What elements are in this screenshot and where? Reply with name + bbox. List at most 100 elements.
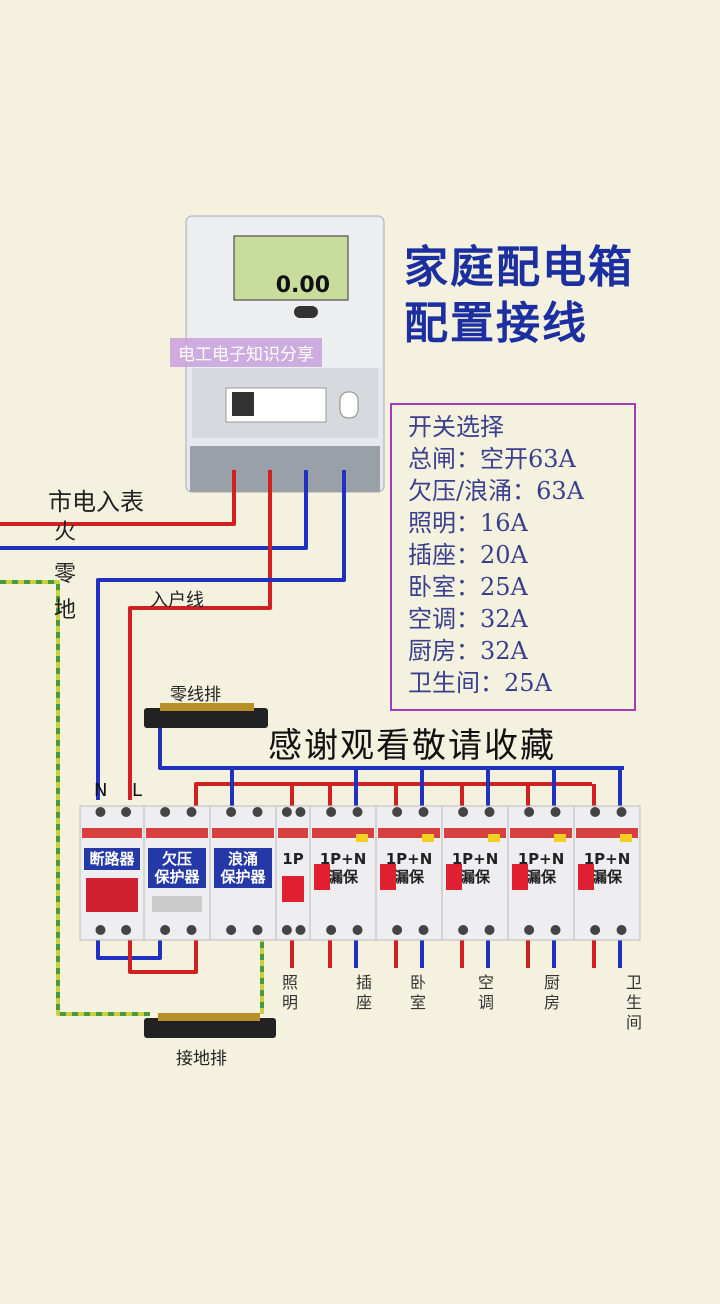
switch-handle-icon [314, 864, 330, 890]
terminal-screw-icon [616, 807, 627, 817]
neutral-label: 零 [54, 562, 77, 587]
test-button-icon [620, 834, 632, 842]
switch-handle-icon [446, 864, 462, 890]
live-label: 火 [54, 520, 77, 545]
breaker-module-rcbo: 1P+N漏保 [375, 805, 443, 941]
breaker-module-rcbo: 1P+N漏保 [309, 805, 377, 941]
watermark: 电工电子知识分享 [170, 338, 322, 367]
terminal-screw-icon [590, 925, 601, 935]
terminal-screw-icon [484, 925, 495, 935]
title-line-1: 家庭配电箱 [404, 242, 634, 293]
terminal-screw-icon [295, 807, 306, 817]
module-label: 欠压 [162, 850, 192, 868]
supply-live-wire [0, 470, 236, 526]
spec-line: 卫生间：25A [408, 669, 552, 697]
module-label: 漏保 [460, 868, 491, 886]
neutral-bar-label: 零线排 [170, 685, 221, 705]
module-label: 1P+N [320, 850, 367, 868]
terminal-screw-icon [550, 925, 561, 935]
terminal-screw-icon [418, 925, 429, 935]
terminal-screw-icon [550, 807, 561, 817]
terminal-screw-icon [590, 807, 601, 817]
terminal-l-label: L [132, 780, 143, 801]
module-brand-strip [510, 828, 572, 838]
qr-code-icon [232, 392, 254, 416]
circuit-label-lighting: 照明 [279, 974, 298, 1014]
module-body [275, 805, 311, 941]
terminal-screw-icon [458, 807, 469, 817]
terminal-screw-icon [295, 925, 306, 935]
test-button-icon [356, 834, 368, 842]
circuit-label-socket: 插座 [353, 974, 372, 1014]
module-label: 保护器 [219, 868, 266, 886]
terminal-screw-icon [392, 807, 403, 817]
terminal-screw-icon [524, 925, 535, 935]
spec-heading: 开关选择 [408, 413, 504, 441]
terminal-screw-icon [418, 807, 429, 817]
module-label-bg [214, 848, 272, 888]
module-label-bg [148, 848, 206, 888]
terminal-screw-icon [326, 925, 337, 935]
meter-lcd [233, 235, 349, 301]
breaker-handle-icon [86, 878, 138, 912]
neutral-busbar [144, 703, 268, 728]
terminal-screw-icon [160, 925, 171, 935]
module-brand-strip [278, 828, 308, 838]
incoming-live-wire [128, 470, 272, 800]
module-brand-strip [82, 828, 142, 838]
terminal-screw-icon [352, 925, 363, 935]
terminal-screw-icon [392, 925, 403, 935]
module-label: 断路器 [89, 850, 135, 868]
module-label: 1P+N [518, 850, 565, 868]
module-label: 1P [282, 850, 303, 868]
circuit-label-bedroom: 卧室 [407, 974, 426, 1014]
terminal-screw-icon [281, 807, 292, 817]
terminal-screw-icon [121, 925, 132, 935]
spec-line: 照明：16A [408, 509, 528, 537]
spec-line: 厨房：32A [408, 637, 528, 665]
test-button-icon [422, 834, 434, 842]
meter-seal-icon [339, 391, 359, 419]
terminal-screw-icon [281, 925, 292, 935]
breaker-module-onep: 1P [275, 805, 311, 941]
supply-neutral-wire [0, 470, 308, 550]
switch-handle-icon [282, 876, 304, 902]
electricity-meter: 0.00 [185, 215, 385, 493]
module-label-bg [84, 848, 140, 870]
terminal-screw-icon [524, 807, 535, 817]
module-label: 浪涌 [228, 850, 258, 868]
ground-busbar [144, 1013, 276, 1038]
breaker-module-rcbo: 1P+N漏保 [507, 805, 575, 941]
terminal-screw-icon [352, 807, 363, 817]
spec-line: 插座：20A [408, 541, 528, 569]
module-label: 漏保 [394, 868, 425, 886]
terminal-screw-icon [484, 807, 495, 817]
module-label: 1P+N [452, 850, 499, 868]
incoming-neutral-wire [96, 470, 346, 800]
page-title: 家庭配电箱 配置接线 [404, 240, 634, 352]
terminal-screw-icon [186, 807, 197, 817]
module-brand-strip [146, 828, 208, 838]
module-label: 漏保 [328, 868, 359, 886]
incoming-line-label: 入户线 [150, 590, 204, 611]
terminal-screw-icon [160, 807, 171, 817]
module-brand-strip [378, 828, 440, 838]
module-body [79, 805, 145, 941]
spec-line: 欠压/浪涌：63A [408, 477, 584, 505]
supply-label: 市电入表 [48, 488, 144, 516]
module-label: 1P+N [584, 850, 631, 868]
terminal-screw-icon [226, 925, 237, 935]
circuit-label-kitchen: 厨房 [541, 974, 560, 1014]
circuit-label-bathroom: 卫生间 [623, 974, 642, 1034]
module-label: 漏保 [526, 868, 557, 886]
breaker-module-rcbo: 1P+N漏保 [573, 805, 641, 941]
switch-handle-icon [380, 864, 396, 890]
test-button-icon [554, 834, 566, 842]
module-brand-strip [312, 828, 374, 838]
test-button-icon [488, 834, 500, 842]
terminal-screw-icon [326, 807, 337, 817]
